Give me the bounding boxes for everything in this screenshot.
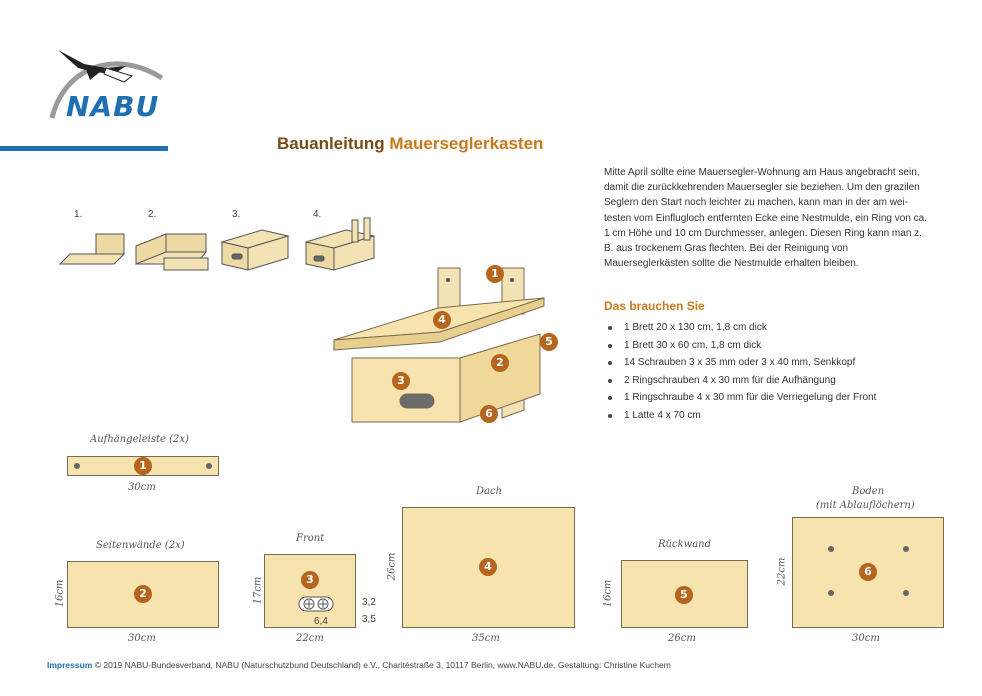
marker-2: 2 <box>491 354 509 372</box>
assembly-steps-illustration <box>58 217 375 271</box>
list-item: 1 Latte 4 x 70 cm <box>604 407 934 425</box>
materials-list: Das brauchen Sie 1 Brett 20 x 130 cm, 1,… <box>604 299 934 424</box>
header-rule <box>0 146 168 151</box>
logo-text: NABU <box>66 90 160 123</box>
list-item: 1 Brett 20 x 130 cm, 1,8 cm dick <box>604 319 934 337</box>
step-number: 4. <box>313 209 322 220</box>
width-label: 30cm <box>852 633 880 644</box>
height-label: 16cm <box>602 579 614 608</box>
title-prefix: Bauanleitung <box>277 134 385 153</box>
list-item: 14 Schrauben 3 x 35 mm oder 3 x 40 mm, S… <box>604 354 934 372</box>
nest-box-illustration <box>333 267 545 423</box>
stork-icon <box>49 50 164 119</box>
part-front: 3 <box>264 554 356 628</box>
dimension-label: 3,5 <box>362 614 376 625</box>
height-label: 16cm <box>54 579 66 608</box>
width-label: 30cm <box>128 482 156 493</box>
height-label: 17cm <box>252 576 264 605</box>
height-label: 26cm <box>386 552 398 581</box>
part-label: Front <box>296 533 325 544</box>
step-number: 3. <box>232 209 241 220</box>
screw-hole <box>206 463 212 469</box>
part-label: Rückwand <box>658 539 711 550</box>
title-accent: Mauerseglerkasten <box>389 134 544 153</box>
drain-hole <box>828 590 834 596</box>
part-aufhaengeleiste: 1 <box>67 456 219 476</box>
drain-hole <box>828 546 834 552</box>
list-item: 1 Brett 30 x 60 cm, 1,8 cm dick <box>604 337 934 355</box>
part-number: 2 <box>134 585 152 603</box>
footer: Impressum © 2019 NABU-Bundesverband, NAB… <box>47 660 671 670</box>
marker-3: 3 <box>392 372 410 390</box>
part-label: Seitenwände (2x) <box>96 540 185 551</box>
impressum-link[interactable]: Impressum <box>47 660 93 670</box>
step-number: 2. <box>148 209 157 220</box>
part-number: 5 <box>675 586 693 604</box>
part-number: 4 <box>479 558 497 576</box>
part-number: 1 <box>134 457 152 475</box>
page-title: Bauanleitung Mauerseglerkasten <box>277 134 543 154</box>
part-label: Boden <box>852 486 885 497</box>
part-label: Dach <box>476 486 503 497</box>
list-item: 1 Ringschraube 4 x 30 mm für die Verrieg… <box>604 389 934 407</box>
part-number: 6 <box>859 563 877 581</box>
dimension-label: 6,4 <box>314 616 328 627</box>
part-label: Aufhängeleiste (2x) <box>90 434 189 445</box>
part-rueckwand: 5 <box>621 560 748 628</box>
part-seitenwaende: 2 <box>67 561 219 628</box>
part-number: 3 <box>301 571 319 589</box>
width-label: 35cm <box>472 633 500 644</box>
intro-text: Mitte April sollte eine Mauersegler-Wohn… <box>604 167 927 270</box>
width-label: 30cm <box>128 633 156 644</box>
height-label: 22cm <box>776 557 788 586</box>
drain-hole <box>903 590 909 596</box>
width-label: 22cm <box>296 633 324 644</box>
part-boden: 6 <box>792 517 944 628</box>
footer-text: © 2019 NABU-Bundesverband, NABU (Natursc… <box>94 660 671 670</box>
part-dach: 4 <box>402 507 575 628</box>
marker-1: 1 <box>486 265 504 283</box>
part-label-note: (mit Ablauflöchern) <box>816 500 915 511</box>
marker-6: 6 <box>480 405 498 423</box>
step-number: 1. <box>74 209 83 220</box>
dimension-label: 3,2 <box>362 597 376 608</box>
materials-heading: Das brauchen Sie <box>604 299 705 313</box>
list-item: 2 Ringschrauben 4 x 30 mm für die Aufhän… <box>604 372 934 390</box>
marker-5: 5 <box>540 333 558 351</box>
drain-hole <box>903 546 909 552</box>
entrance-hole-icon <box>298 596 334 612</box>
marker-4: 4 <box>433 311 451 329</box>
screw-hole <box>74 463 80 469</box>
width-label: 26cm <box>668 633 696 644</box>
